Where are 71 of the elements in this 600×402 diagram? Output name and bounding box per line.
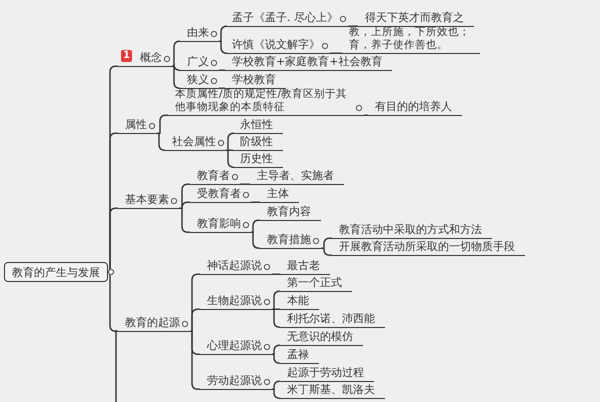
topic-label: 本质属性/质的规定性/教育区别于其他事物现象的本质特征 — [168, 86, 364, 116]
connector-line — [272, 388, 281, 399]
topic-label: 教育内容 — [260, 204, 321, 221]
topic-label: 狭义 — [180, 72, 219, 89]
topic-label: 社会属性 — [165, 134, 226, 151]
connector-line — [272, 380, 281, 390]
priority-badge: 1 — [121, 50, 132, 62]
connector-line — [226, 132, 235, 151]
topic-label: 主体 — [260, 186, 299, 203]
connector-line — [219, 88, 225, 89]
topic-label: 开展教育活动所采取的一切物质手段 — [332, 239, 525, 256]
topic-label: 本能 — [280, 293, 319, 310]
topic-label: 得天下英才而教育之 — [358, 10, 474, 27]
topic-label: 主导者、实施者 — [250, 168, 344, 185]
connector-line — [172, 64, 181, 71]
topic-label: 受教育者 — [190, 186, 251, 203]
topic-label: 米丁斯基、凯洛夫 — [280, 382, 385, 399]
topic-label: 教育活动中采取的方式和方法 — [332, 222, 492, 239]
topic-label: 孟禄 — [280, 347, 319, 364]
root-topic-box: 教育的产生与发展 — [4, 262, 108, 282]
topic-label: 教，上所施，下所效也；育，养子使作善也。 — [342, 24, 480, 54]
topic-label: 属性 — [118, 117, 157, 134]
connector-line — [219, 26, 228, 42]
connector-line — [157, 132, 166, 151]
connector-line — [272, 308, 280, 310]
connector-line — [251, 232, 260, 249]
topic-label: 教育影响 — [190, 216, 251, 233]
connector-line — [172, 66, 181, 89]
topic-label: 由来 — [180, 25, 219, 42]
connector-line — [272, 354, 281, 364]
connector-line — [348, 26, 358, 27]
connector-line — [190, 308, 200, 332]
topic-label: 历史性 — [233, 151, 283, 168]
connector-line — [272, 344, 281, 355]
topic-label: 起源于劳动过程 — [280, 365, 374, 382]
connector-line — [240, 184, 250, 185]
connector-line — [321, 238, 332, 249]
connector-line — [179, 202, 190, 209]
topic-label: 心理起源说 — [200, 338, 272, 355]
topic-label: 阶级性 — [233, 134, 283, 151]
topic-label: 学校教育 — [225, 72, 286, 89]
connector-line — [272, 274, 280, 275]
connector-line — [251, 220, 260, 233]
topic-label: 第一个正式 — [280, 275, 352, 292]
connector-line — [157, 114, 168, 134]
connector-line — [219, 40, 228, 54]
topic-label: 最古老 — [280, 258, 330, 275]
topic-label: 教育者 — [190, 168, 240, 185]
connector-line — [364, 114, 368, 116]
topic-label: 生物起源说 — [200, 293, 272, 310]
topic-label: 孟子《孟子. 尽心上》 — [225, 10, 348, 27]
topic-label: 无意识的模仿 — [280, 329, 363, 346]
topic-label: 利托尔诺、沛西能 — [280, 311, 385, 328]
topic-label: 神话起源说 — [200, 258, 272, 275]
connector-line — [219, 70, 225, 71]
connector-line — [272, 290, 281, 310]
topic-label: 劳动起源说 — [200, 373, 272, 390]
topic-label: 学校教育+家庭教育+社会教育 — [225, 54, 392, 71]
topic-label: 基本要素 — [118, 192, 179, 209]
topic-label: 教育的起源 — [118, 315, 190, 332]
topic-label: 教育措施 — [260, 232, 321, 249]
topic-label: 永恒性 — [233, 117, 283, 134]
connector-line — [226, 150, 235, 168]
connector-line — [226, 150, 233, 151]
topic-label: 有目的的培养人 — [368, 99, 462, 116]
topic-label: 许慎《说文解字》 — [225, 37, 330, 54]
connector-line — [321, 248, 332, 256]
connector-line — [330, 52, 342, 54]
connector-line — [272, 308, 281, 328]
topic-label: 广义 — [180, 54, 219, 71]
connector-line — [251, 202, 260, 203]
